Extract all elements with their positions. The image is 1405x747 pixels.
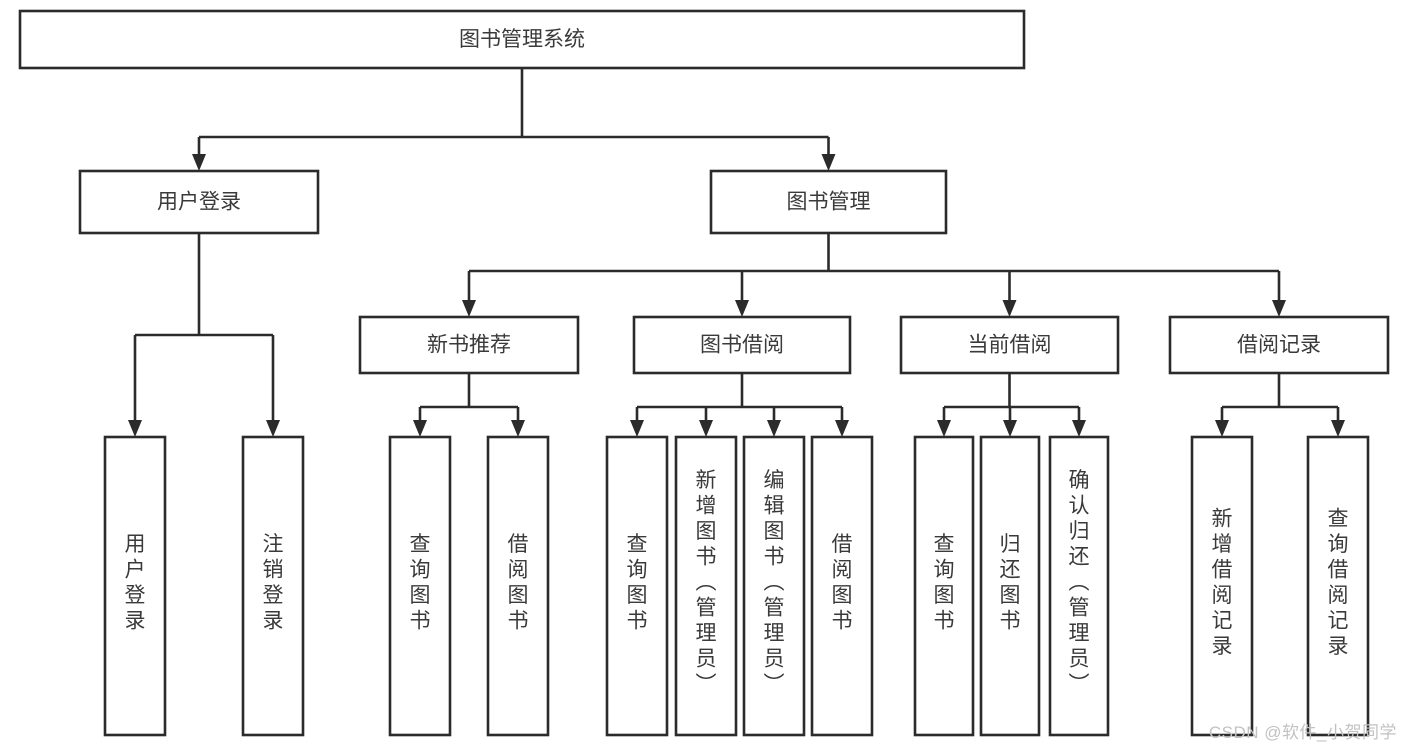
edge-group-book-borrow	[630, 373, 849, 437]
node-leaf-query-book-3[interactable]: 查询图书	[913, 435, 975, 737]
node-box-new-book-rec	[358, 315, 580, 375]
node-label-leaf-borrow-book-2: 借阅图书	[832, 533, 853, 633]
node-label-root: 图书管理系统	[459, 28, 585, 51]
node-label-leaf-query-book-2: 查询图书	[627, 533, 648, 633]
node-user-login[interactable]: 用户登录	[78, 169, 320, 235]
node-label-leaf-logout: 注销登录	[263, 533, 284, 633]
node-label-leaf-edit-book: 编辑图书︵管理员︶	[764, 469, 785, 696]
node-box-leaf-query-book-1	[388, 435, 452, 737]
edge-group-current-borrow	[937, 373, 1086, 437]
node-new-book-rec[interactable]: 新书推荐	[358, 315, 580, 375]
edge-group-new-book-rec	[413, 373, 525, 437]
node-box-book-manage	[709, 169, 948, 235]
node-box-leaf-query-book-2	[605, 435, 669, 737]
nodes-layer: 图书管理系统用户登录图书管理新书推荐图书借阅当前借阅借阅记录用户登录注销登录查询…	[18, 9, 1390, 737]
node-label-new-book-rec: 新书推荐	[427, 334, 511, 357]
node-box-root	[18, 9, 1026, 70]
node-label-leaf-confirm-return: 确认归还︵管理员︶	[1069, 469, 1090, 696]
node-box-leaf-user-login	[103, 435, 167, 737]
node-label-leaf-user-login: 用户登录	[125, 533, 146, 633]
edges-layer	[128, 68, 1345, 437]
node-leaf-edit-book[interactable]: 编辑图书︵管理员︶	[742, 435, 806, 737]
node-box-current-borrow	[899, 315, 1120, 375]
node-box-leaf-edit-book	[742, 435, 806, 737]
node-box-leaf-return-book	[979, 435, 1041, 737]
edge-group-book-manage	[462, 233, 1286, 317]
node-box-leaf-logout	[241, 435, 305, 737]
node-label-user-login: 用户登录	[157, 191, 241, 214]
node-leaf-logout[interactable]: 注销登录	[241, 435, 305, 737]
node-box-leaf-query-book-3	[913, 435, 975, 737]
node-label-current-borrow: 当前借阅	[968, 334, 1052, 357]
node-leaf-return-book[interactable]: 归还图书	[979, 435, 1041, 737]
node-leaf-user-login[interactable]: 用户登录	[103, 435, 167, 737]
node-root[interactable]: 图书管理系统	[18, 9, 1026, 70]
edge-group-root	[192, 68, 836, 171]
node-leaf-borrow-book-1[interactable]: 借阅图书	[486, 435, 550, 737]
node-leaf-query-book-2[interactable]: 查询图书	[605, 435, 669, 737]
node-label-book-borrow: 图书借阅	[700, 334, 784, 357]
node-label-leaf-return-book: 归还图书	[1000, 533, 1021, 633]
node-leaf-add-record[interactable]: 新增借阅记录	[1190, 435, 1254, 737]
node-book-manage[interactable]: 图书管理	[709, 169, 948, 235]
node-box-leaf-add-record	[1190, 435, 1254, 737]
node-label-book-manage: 图书管理	[787, 191, 871, 214]
node-label-leaf-add-book: 新增图书︵管理员︶	[696, 469, 717, 696]
node-label-leaf-query-book-3: 查询图书	[934, 533, 955, 633]
node-label-leaf-query-book-1: 查询图书	[410, 533, 431, 633]
node-book-borrow[interactable]: 图书借阅	[632, 315, 852, 375]
node-leaf-confirm-return[interactable]: 确认归还︵管理员︶	[1048, 435, 1110, 737]
node-box-borrow-record	[1168, 315, 1390, 375]
node-box-leaf-add-book	[674, 435, 738, 737]
node-box-leaf-query-record	[1306, 435, 1370, 737]
node-box-user-login	[78, 169, 320, 235]
node-current-borrow[interactable]: 当前借阅	[899, 315, 1120, 375]
edge-group-borrow-record	[1215, 373, 1345, 437]
node-box-leaf-borrow-book-2	[810, 435, 874, 737]
node-leaf-query-book-1[interactable]: 查询图书	[388, 435, 452, 737]
node-label-borrow-record: 借阅记录	[1237, 334, 1321, 357]
node-label-leaf-query-record: 查询借阅记录	[1328, 507, 1349, 658]
node-leaf-borrow-book-2[interactable]: 借阅图书	[810, 435, 874, 737]
node-box-leaf-borrow-book-1	[486, 435, 550, 737]
node-box-book-borrow	[632, 315, 852, 375]
node-label-leaf-add-record: 新增借阅记录	[1212, 507, 1233, 658]
node-box-leaf-confirm-return	[1048, 435, 1110, 737]
node-leaf-add-book[interactable]: 新增图书︵管理员︶	[674, 435, 738, 737]
node-borrow-record[interactable]: 借阅记录	[1168, 315, 1390, 375]
node-leaf-query-record[interactable]: 查询借阅记录	[1306, 435, 1370, 737]
watermark-label: CSDN @软件_小贺同学	[1208, 723, 1397, 742]
node-label-leaf-borrow-book-1: 借阅图书	[508, 533, 529, 633]
edge-group-user-login	[128, 233, 280, 437]
